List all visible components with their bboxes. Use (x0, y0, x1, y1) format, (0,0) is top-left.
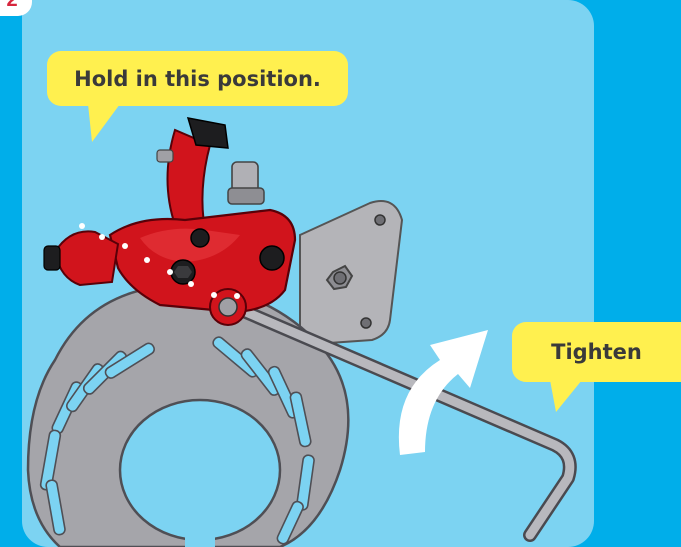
mounting-plate (300, 201, 402, 345)
hold-bubble-tail (88, 104, 120, 142)
brake-caliper (44, 118, 295, 325)
tighten-bubble-tail (550, 380, 582, 412)
hold-position-text: Hold in this position. (74, 67, 321, 91)
step-number: 2 (0, 0, 24, 12)
hold-position-callout: Hold in this position. (47, 51, 348, 106)
tighten-callout: Tighten (512, 322, 681, 382)
tighten-text: Tighten (551, 340, 642, 364)
